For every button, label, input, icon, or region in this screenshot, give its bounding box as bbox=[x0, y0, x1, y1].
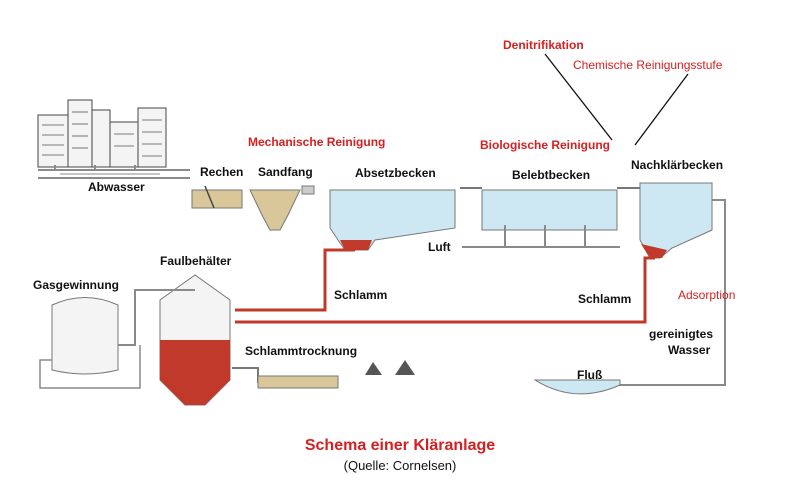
label-wasser: Wasser bbox=[668, 343, 711, 357]
river bbox=[533, 379, 621, 395]
label-absetzbecken: Absetzbecken bbox=[355, 166, 436, 180]
gasbehaelter bbox=[39, 289, 195, 389]
sludge-pipe bbox=[235, 248, 655, 324]
label-schlammtrocknung: Schlammtrocknung bbox=[245, 344, 358, 358]
sandfang-tank bbox=[249, 185, 315, 231]
belebtbecken-tank bbox=[460, 187, 618, 231]
label-nachklaerbecken: Nachklärbecken bbox=[631, 158, 724, 172]
label-biologische-reinigung: Biologische Reinigung bbox=[480, 138, 611, 152]
rechen-channel bbox=[191, 185, 243, 209]
outflow-pipe bbox=[615, 199, 726, 386]
label-fluss: Fluß bbox=[577, 368, 603, 382]
diagram-source: (Quelle: Cornelsen) bbox=[343, 458, 457, 473]
label-faulbehaelter: Faulbehälter bbox=[160, 254, 232, 268]
sewer-pipe bbox=[38, 165, 190, 179]
label-abwasser: Abwasser bbox=[88, 180, 145, 194]
label-rechen: Rechen bbox=[200, 165, 244, 179]
label-luft: Luft bbox=[428, 240, 451, 254]
label-sandfang: Sandfang bbox=[258, 165, 313, 179]
faulbehaelter-tank bbox=[159, 274, 231, 406]
label-adsorption: Adsorption bbox=[678, 288, 736, 302]
nachklaerbecken-tank bbox=[617, 182, 713, 259]
label-denitrifikation: Denitrifikation bbox=[503, 38, 584, 52]
label-mechanische-reinigung: Mechanische Reinigung bbox=[248, 135, 386, 149]
label-gasgewinnung: Gasgewinnung bbox=[33, 278, 120, 292]
label-schlamm-right: Schlamm bbox=[578, 292, 632, 306]
callout-lines bbox=[544, 53, 689, 146]
diagram-title: Schema einer Kläranlage bbox=[304, 437, 496, 454]
schlammtrocknung-bed bbox=[232, 360, 415, 389]
label-chemische-reinigungsstufe: Chemische Reinigungsstufe bbox=[573, 58, 723, 72]
absetzbecken-tank bbox=[329, 189, 456, 251]
label-belebtbecken: Belebtbecken bbox=[512, 168, 591, 182]
label-gereinigtes: gereinigtes bbox=[649, 327, 714, 341]
city-icon bbox=[37, 99, 167, 168]
air-pipe bbox=[462, 225, 620, 248]
label-schlamm-upper: Schlamm bbox=[334, 288, 388, 302]
